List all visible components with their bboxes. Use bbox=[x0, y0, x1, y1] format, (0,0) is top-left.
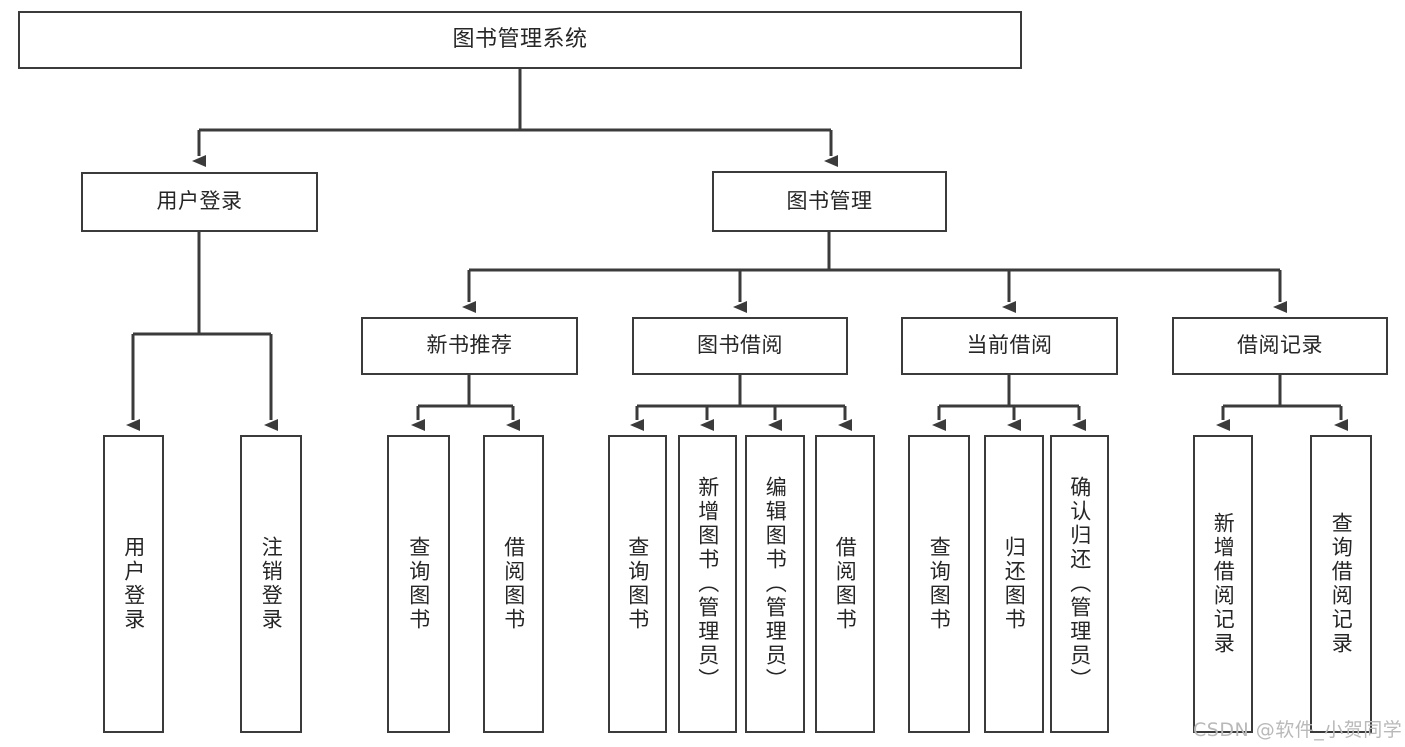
node-leaf-query-book-2-label: 查询图书 bbox=[625, 536, 650, 632]
node-borrow-record[interactable]: 借阅记录 bbox=[1172, 317, 1388, 375]
watermark: CSDN @软件_小贺同学 bbox=[1193, 719, 1403, 741]
node-leaf-edit-book[interactable]: 编辑图书（管理员） bbox=[745, 435, 805, 733]
node-book-manage[interactable]: 图书管理 bbox=[712, 171, 947, 232]
node-leaf-borrow-book-2-label: 借阅图书 bbox=[833, 536, 858, 632]
node-book-borrow[interactable]: 图书借阅 bbox=[632, 317, 848, 375]
node-leaf-borrow-book-2[interactable]: 借阅图书 bbox=[815, 435, 875, 733]
node-user-login-label: 用户登录 bbox=[156, 189, 243, 214]
node-leaf-add-book-label: 新增图书（管理员） bbox=[695, 476, 720, 692]
node-leaf-query-book-1[interactable]: 查询图书 bbox=[387, 435, 450, 733]
node-leaf-borrow-book-1-label: 借阅图书 bbox=[501, 536, 526, 632]
node-user-login[interactable]: 用户登录 bbox=[81, 172, 318, 232]
node-leaf-return-book[interactable]: 归还图书 bbox=[984, 435, 1044, 733]
node-leaf-query-book-3[interactable]: 查询图书 bbox=[908, 435, 970, 733]
node-leaf-query-record-label: 查询借阅记录 bbox=[1329, 512, 1354, 656]
node-leaf-query-record[interactable]: 查询借阅记录 bbox=[1310, 435, 1372, 733]
node-root[interactable]: 图书管理系统 bbox=[18, 11, 1022, 69]
node-book-borrow-label: 图书借阅 bbox=[697, 333, 783, 358]
node-leaf-user-login[interactable]: 用户登录 bbox=[103, 435, 164, 733]
node-leaf-logout[interactable]: 注销登录 bbox=[240, 435, 302, 733]
node-borrow-record-label: 借阅记录 bbox=[1237, 333, 1323, 358]
node-current-borrow[interactable]: 当前借阅 bbox=[901, 317, 1118, 375]
node-leaf-query-book-3-label: 查询图书 bbox=[927, 536, 952, 632]
node-leaf-return-book-label: 归还图书 bbox=[1002, 536, 1027, 632]
node-leaf-confirm-return-label: 确认归还（管理员） bbox=[1067, 476, 1092, 692]
node-leaf-add-book[interactable]: 新增图书（管理员） bbox=[678, 435, 737, 733]
node-leaf-add-record-label: 新增借阅记录 bbox=[1211, 512, 1236, 656]
node-leaf-query-book-2[interactable]: 查询图书 bbox=[608, 435, 667, 733]
node-current-borrow-label: 当前借阅 bbox=[966, 333, 1053, 358]
node-new-book-rec-label: 新书推荐 bbox=[426, 333, 513, 358]
node-leaf-borrow-book-1[interactable]: 借阅图书 bbox=[483, 435, 544, 733]
node-book-manage-label: 图书管理 bbox=[786, 188, 873, 213]
node-leaf-logout-label: 注销登录 bbox=[259, 536, 284, 632]
node-leaf-confirm-return[interactable]: 确认归还（管理员） bbox=[1050, 435, 1109, 733]
node-leaf-user-login-label: 用户登录 bbox=[121, 536, 146, 632]
node-new-book-rec[interactable]: 新书推荐 bbox=[361, 317, 578, 375]
node-leaf-query-book-1-label: 查询图书 bbox=[406, 536, 431, 632]
node-root-label: 图书管理系统 bbox=[452, 26, 588, 52]
node-leaf-edit-book-label: 编辑图书（管理员） bbox=[763, 476, 788, 692]
node-leaf-add-record[interactable]: 新增借阅记录 bbox=[1193, 435, 1253, 733]
